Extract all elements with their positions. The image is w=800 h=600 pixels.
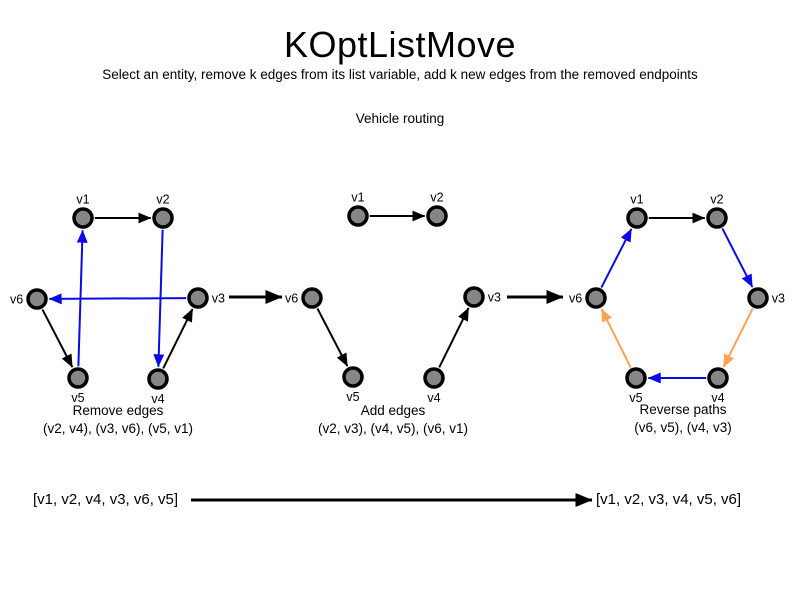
caption-add-edges: Add edges — [361, 403, 426, 418]
context-label: Vehicle routing — [355, 111, 445, 126]
list-after-move: [v1, v2, v3, v4, v5, v6] — [596, 491, 742, 508]
edge-v4-v3 — [162, 308, 194, 369]
node-v1 — [347, 205, 369, 227]
edge-v2-v3 — [721, 228, 754, 288]
node-v5 — [342, 366, 364, 388]
node-label-v6: v6 — [569, 292, 582, 306]
node-label-v6: v6 — [285, 292, 298, 306]
node-label-v3: v3 — [488, 291, 501, 305]
edge-v6-v5 — [316, 307, 349, 367]
node-label-v2: v2 — [156, 192, 169, 206]
node-v5 — [625, 367, 647, 389]
node-v3 — [463, 286, 485, 308]
node-label-v4: v4 — [151, 392, 164, 406]
node-v4 — [707, 367, 729, 389]
node-v2 — [426, 205, 448, 227]
edge-v6-v5 — [41, 308, 74, 368]
edge-v5-v1 — [76, 229, 88, 367]
node-v2 — [706, 207, 728, 229]
page-subtitle: Select an entity, remove k edges from it… — [102, 67, 698, 82]
caption-reverse-paths: Reverse paths — [639, 402, 726, 417]
node-label-v1: v1 — [630, 192, 643, 206]
node-v3 — [187, 287, 209, 309]
node-v6 — [585, 287, 607, 309]
node-label-v1: v1 — [76, 192, 89, 206]
edge-v3-v6 — [48, 293, 187, 305]
node-v5 — [67, 367, 89, 389]
caption-detail-remove-edges: (v2, v4), (v3, v6), (v5, v1) — [43, 421, 193, 436]
edge-v6-v1 — [600, 228, 633, 288]
node-v4 — [147, 368, 169, 390]
list-before-move: [v1, v2, v4, v3, v6, v5] — [33, 491, 179, 508]
node-label-v2: v2 — [430, 190, 443, 204]
node-label-v2: v2 — [710, 192, 723, 206]
caption-detail-reverse-paths: (v6, v5), (v4, v3) — [634, 420, 732, 435]
node-label-v4: v4 — [711, 391, 724, 405]
node-label-v5: v5 — [346, 390, 359, 404]
node-v2 — [152, 207, 174, 229]
node-label-v1: v1 — [351, 190, 364, 204]
node-v6 — [26, 288, 48, 310]
edge-v3-v4 — [722, 308, 754, 368]
node-v3 — [747, 287, 769, 309]
node-label-v3: v3 — [212, 292, 225, 306]
node-label-v6: v6 — [10, 293, 23, 307]
edge-v5-v6 — [600, 308, 632, 368]
node-label-v4: v4 — [427, 391, 440, 405]
node-v1 — [72, 207, 94, 229]
node-v1 — [626, 207, 648, 229]
node-label-v5: v5 — [629, 391, 642, 405]
caption-remove-edges: Remove edges — [73, 403, 164, 418]
caption-detail-add-edges: (v2, v3), (v4, v5), (v6, v1) — [318, 421, 468, 436]
node-label-v3: v3 — [772, 292, 785, 306]
node-v4 — [423, 367, 445, 389]
page-title: KOptListMove — [283, 24, 517, 65]
node-v6 — [301, 287, 323, 309]
node-label-v5: v5 — [71, 391, 84, 405]
edge-v4-v3 — [438, 307, 470, 368]
